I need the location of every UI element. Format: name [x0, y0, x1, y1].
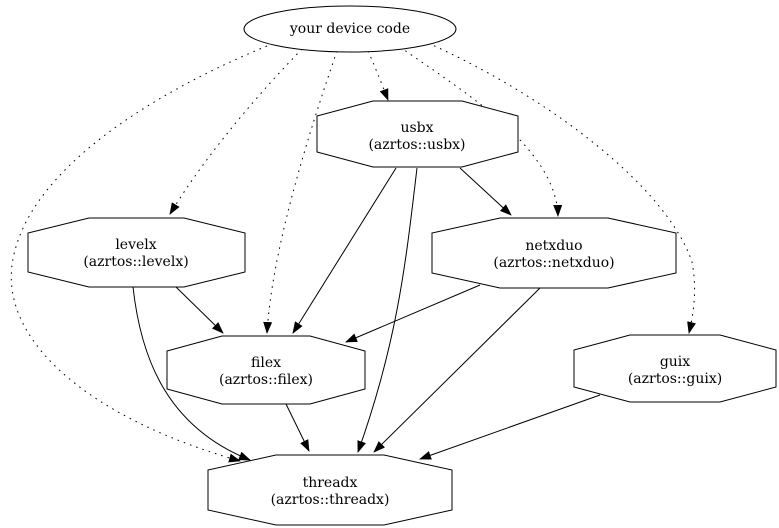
guix-label: guix — [660, 354, 690, 370]
levelx-label: levelx — [115, 237, 156, 253]
usbx-shape — [316, 100, 519, 168]
edge-devicecode-levelx — [169, 48, 303, 215]
edge-usbx-filex — [292, 167, 397, 334]
node-filex: filex (azrtos::filex) — [166, 335, 366, 405]
your-device-code-label: your device code — [289, 21, 410, 37]
usbx-sublabel: (azrtos::usbx) — [368, 137, 465, 153]
edge-filex-threadx — [285, 403, 310, 452]
edge-devicecode-filex — [263, 50, 338, 334]
levelx-shape — [27, 217, 246, 288]
edge-levelx-threadx — [132, 286, 251, 461]
netxduo-shape — [431, 217, 677, 289]
edge-guix-threadx — [419, 394, 601, 460]
netxduo-sublabel: (azrtos::netxduo) — [493, 255, 614, 271]
node-usbx: usbx (azrtos::usbx) — [316, 100, 519, 168]
edge-usbx-netxduo — [459, 167, 512, 216]
your-device-code-shape — [243, 5, 457, 53]
threadx-sublabel: (azrtos::threadx) — [271, 492, 390, 508]
edge-devicecode-usbx — [367, 50, 389, 101]
node-levelx: levelx (azrtos::levelx) — [27, 217, 246, 288]
edge-levelx-filex — [175, 286, 224, 334]
edge-netxduo-threadx — [373, 287, 541, 453]
edge-devicecode-guix — [427, 42, 696, 334]
node-guix: guix (azrtos::guix) — [573, 334, 777, 403]
node-your-device-code: your device code — [243, 5, 457, 53]
filex-shape — [166, 335, 366, 405]
filex-sublabel: (azrtos::filex) — [219, 372, 313, 388]
guix-sublabel: (azrtos::guix) — [628, 371, 722, 387]
edge-netxduo-filex — [345, 284, 481, 343]
filex-label: filex — [251, 355, 281, 371]
threadx-label: threadx — [303, 475, 358, 491]
usbx-label: usbx — [400, 120, 433, 136]
guix-shape — [573, 334, 777, 403]
edge-layer — [10, 42, 696, 463]
edge-devicecode-netxduo — [399, 46, 563, 217]
levelx-sublabel: (azrtos::levelx) — [83, 254, 188, 270]
node-netxduo: netxduo (azrtos::netxduo) — [431, 217, 677, 289]
edge-usbx-threadx — [357, 167, 418, 453]
netxduo-label: netxduo — [525, 238, 582, 254]
threadx-shape — [207, 454, 453, 526]
node-threadx: threadx (azrtos::threadx) — [207, 454, 453, 526]
